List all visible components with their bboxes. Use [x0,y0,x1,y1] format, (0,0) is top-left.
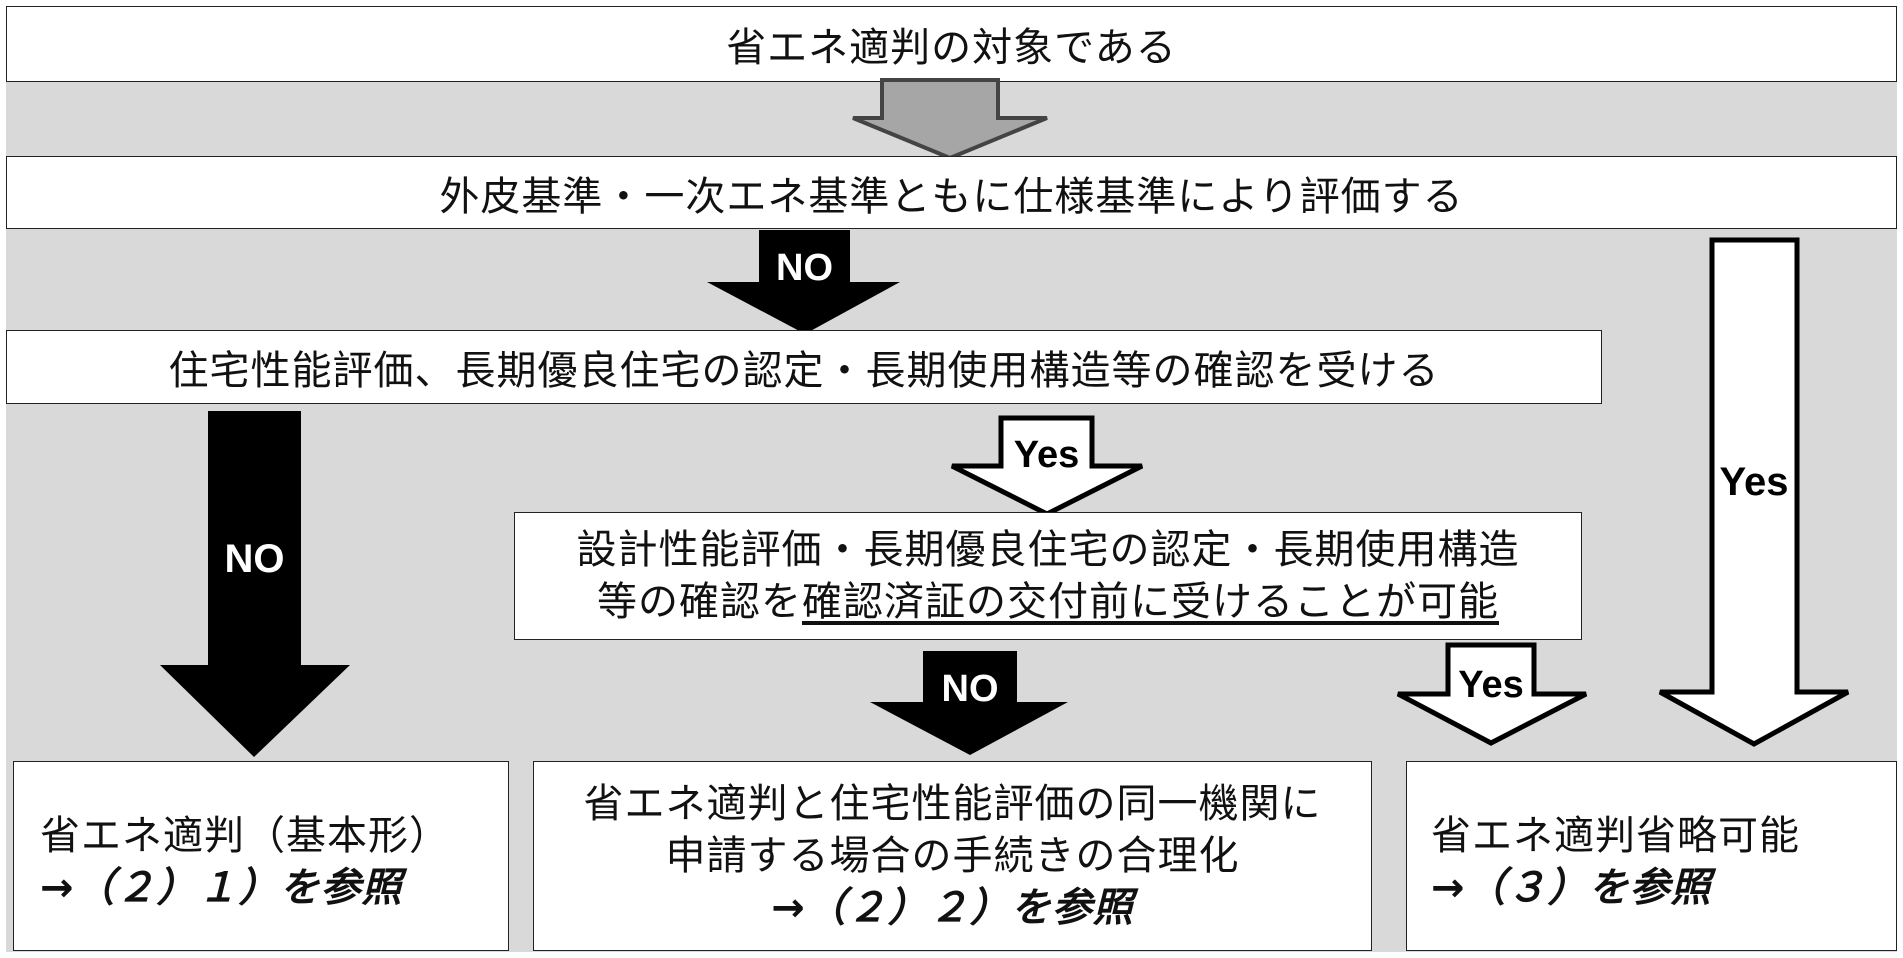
arrow-no-left [160,411,350,757]
result-same-org-line2: 申請する場合の手続きの合理化 [665,833,1240,879]
result-omit-ref: →（３）を参照 [1431,865,1712,911]
box-design-eval-line2-underlined: 確認済証の交付前に受けることが可能 [802,579,1499,625]
arrow-yes-small [1396,642,1588,746]
box-housing-eval: 住宅性能評価、長期優良住宅の認定・長期使用構造等の確認を受ける [6,330,1602,404]
result-same-org-line1: 省エネ適判と住宅性能評価の同一機関に [583,781,1322,827]
box-design-eval-line1: 設計性能評価・長期優良住宅の認定・長期使用構造 [576,527,1520,573]
arrow-yes-right-label: Yes [1719,460,1789,504]
arrow-yes-right [1658,237,1850,747]
arrow-no-mid [870,651,1068,755]
arrow-yes-mid [950,415,1144,517]
arrow-no-left-label: NO [224,537,285,581]
arrow-down-gray [852,78,1048,161]
result-same-org-ref: →（２）２）を参照 [771,885,1134,931]
arrow-yes-mid-label: Yes [1013,434,1080,476]
arrow-no-mid-label: NO [941,668,999,710]
result-basic-text: 省エネ適判（基本形） [40,813,450,859]
box-spec-eval-text: 外皮基準・一次エネ基準ともに仕様基準により評価する [439,173,1464,220]
result-same-org: 省エネ適判と住宅性能評価の同一機関に 申請する場合の手続きの合理化 →（２）２）… [533,761,1372,951]
result-omit-text: 省エネ適判省略可能 [1431,813,1800,859]
box-target: 省エネ適判の対象である [6,6,1897,82]
box-design-eval: 設計性能評価・長期優良住宅の認定・長期使用構造 等の確認を確認済証の交付前に受け… [514,512,1582,640]
box-target-text: 省エネ適判の対象である [726,25,1177,71]
result-basic-ref: →（２）１）を参照 [40,865,403,911]
box-design-eval-line2: 等の確認を確認済証の交付前に受けることが可能 [597,576,1499,628]
arrow-no-1 [707,230,900,334]
arrow-yes-small-label: Yes [1458,664,1524,706]
arrow-no-1-label: NO [776,247,833,289]
result-omit: 省エネ適判省略可能 →（３）を参照 [1406,761,1897,951]
box-spec-eval: 外皮基準・一次エネ基準ともに仕様基準により評価する [6,156,1897,229]
box-housing-eval-text: 住宅性能評価、長期優良住宅の認定・長期使用構造等の確認を受ける [168,348,1440,394]
result-basic: 省エネ適判（基本形） →（２）１）を参照 [13,761,509,951]
box-design-eval-line2-plain: 等の確認を [597,579,802,625]
